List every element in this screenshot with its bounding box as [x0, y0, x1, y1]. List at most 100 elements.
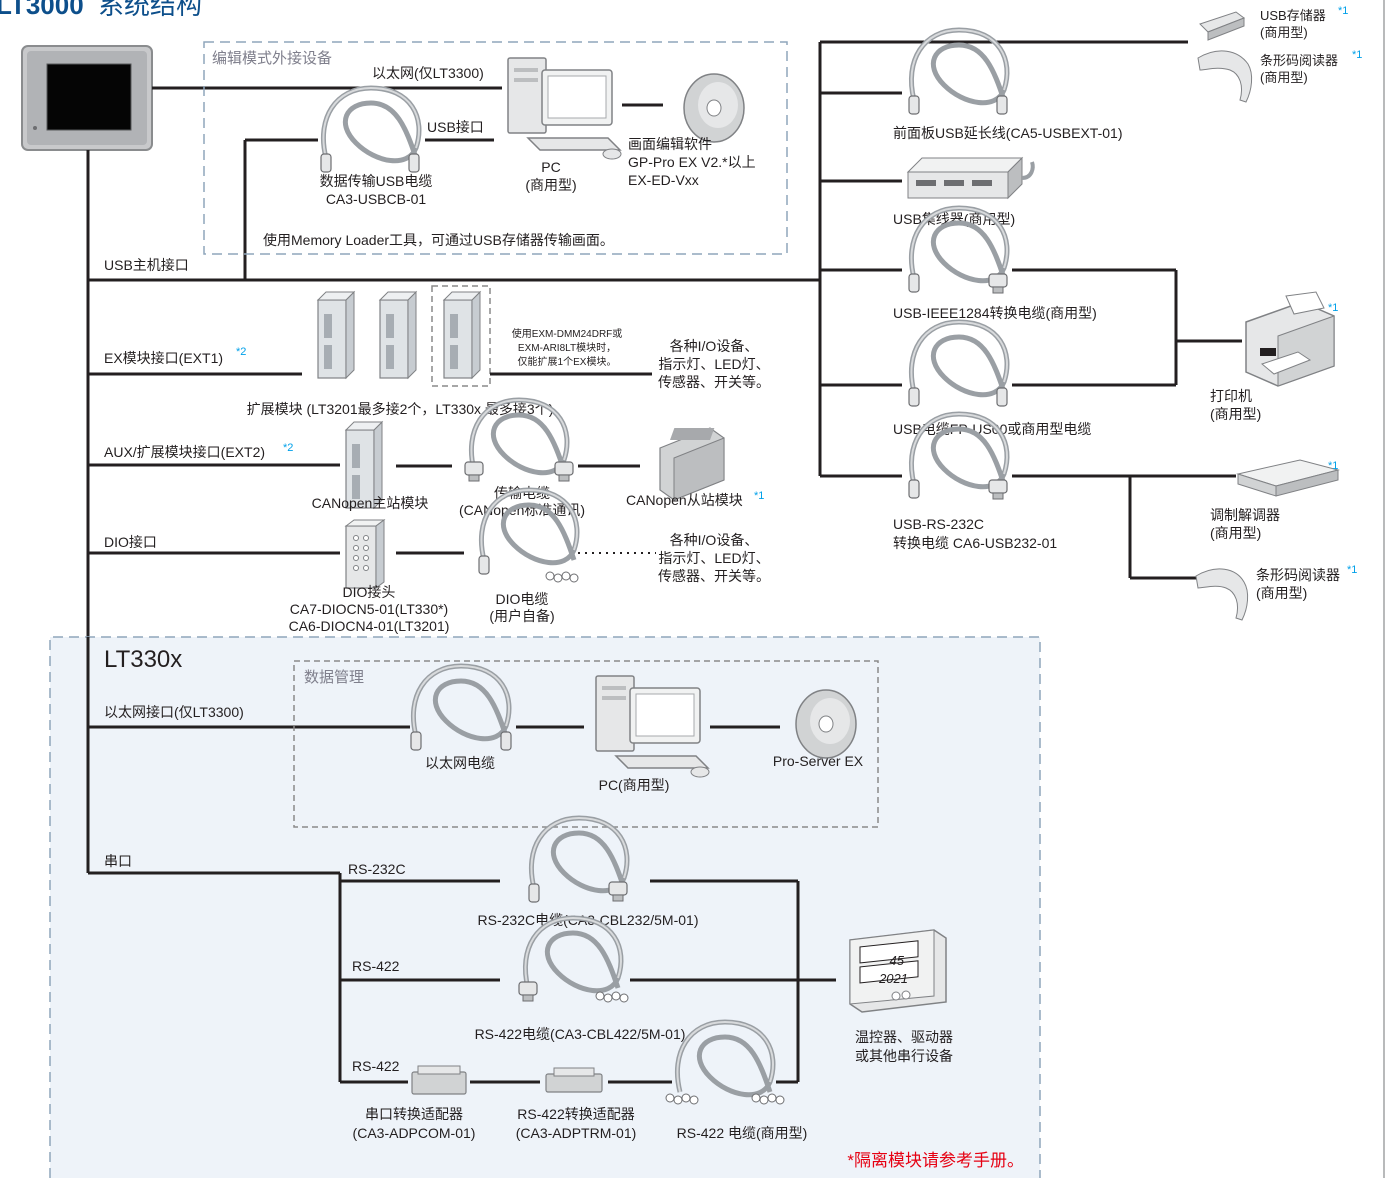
ethernet-cable-label: 以太网电缆 — [425, 755, 495, 771]
footnote-mark: *2 — [236, 346, 246, 358]
barcode-type: (商用型) — [1260, 70, 1308, 85]
display-value-bottom: 2021 — [878, 971, 908, 986]
canopen-slave-label: CANopen从站模块 — [626, 492, 743, 508]
controller-line-1: 温控器、驱动器 — [855, 1029, 953, 1045]
usb-port-label: USB接口 — [427, 119, 484, 135]
title-suffix: 系统结构 — [98, 0, 202, 20]
canopen-master-label: CANopen主站模块 — [312, 495, 429, 511]
com-adapter-line-1: 串口转换适配器 — [365, 1106, 463, 1122]
controller-icon: 45 2021 — [849, 929, 947, 1013]
com-adapter-icon — [411, 1065, 467, 1095]
edit-mode-group: 编辑模式外接设备 以太网(仅LT3300) USB接口 数据传输USB电缆 CA… — [203, 41, 788, 255]
modem-label: 调制解调器 — [1210, 507, 1280, 523]
printer-icon — [1245, 291, 1335, 387]
rs422-commercial-label: RS-422 电缆(商用型) — [677, 1125, 808, 1141]
dio-row: 各种I/O设备、 指示灯、LED灯、 传感器、开关等。 DIO接头 CA7-DI… — [289, 490, 770, 634]
usb-peripherals: USB存储器 *1 (商用型) 条形码阅读器 *1 (商用型) 前面板USB延长… — [818, 0, 1385, 1178]
dio-io-line-3: 传感器、开关等。 — [658, 568, 770, 584]
pc-name: PC — [541, 159, 560, 175]
canopen-row: CANopen主站模块 传输电缆 (CANopen标准通讯) CANopen从站… — [312, 400, 764, 518]
memory-loader-note: 使用Memory Loader工具，可通过USB存储器传输画面。 — [263, 232, 614, 248]
rs422-cable-label: RS-422电缆(CA3-CBL422/5M-01) — [475, 1026, 686, 1042]
port-dio: DIO接口 — [104, 534, 157, 550]
rs232c-conv-line-1: USB-RS-232C — [893, 516, 984, 532]
dio-cable-icon — [478, 490, 578, 583]
dio-connector-line-3: CA6-DIOCN4-01(LT3201) — [289, 618, 450, 634]
footnote-mark: *1 — [754, 490, 764, 502]
usb-cable-model: CA3-USBCB-01 — [326, 191, 427, 207]
diagram-title: LT3000 系统结构 — [0, 0, 202, 20]
barcode-label: 条形码阅读器 — [1260, 53, 1338, 68]
modem-icon — [1236, 459, 1340, 497]
front-usb-label: 前面板USB延长线(CA5-USBEXT-01) — [893, 125, 1122, 141]
ex-io-line-1: 各种I/O设备、 — [670, 338, 759, 354]
software-line-1: 画面编辑软件 — [628, 136, 712, 152]
front-usb-cable-icon — [908, 30, 1007, 115]
canopen-slave-icon — [659, 427, 725, 501]
ex-modules: 使用EXM-DMM24DRF或 EXM-ARI8LT模块时， 仅能扩展1个EX模… — [247, 285, 770, 417]
ex-note-1: 使用EXM-DMM24DRF或 — [512, 327, 623, 340]
usb-hub-icon — [906, 156, 1035, 200]
data-mgmt-label: 数据管理 — [304, 669, 364, 686]
dio-io-line-2: 指示灯、LED灯、 — [658, 550, 769, 566]
edit-mode-label: 编辑模式外接设备 — [212, 50, 332, 67]
port-usb-host: USB主机接口 — [104, 257, 189, 273]
footnote-mark: *1 — [1338, 5, 1348, 17]
dio-connector-line-1: DIO接头 — [343, 584, 396, 600]
lt330x-panel: LT330x 数据管理 以太网接口(仅LT3300) 串口 以太网电缆 PC(商… — [49, 636, 1041, 1178]
ethernet-label: 以太网(仅LT3300) — [372, 65, 484, 81]
ex-io-line-3: 传感器、开关等。 — [658, 374, 770, 390]
barcode-2-label: 条形码阅读器 — [1256, 567, 1340, 583]
port-serial: 串口 — [104, 853, 132, 869]
barcode-reader-icon — [1197, 50, 1253, 103]
controller-line-2: 或其他串行设备 — [855, 1048, 953, 1064]
usb-storage-type: (商用型) — [1260, 25, 1308, 40]
trm-adapter-line-1: RS-422转换适配器 — [517, 1106, 634, 1122]
footnote-mark: *1 — [1347, 564, 1357, 576]
trm-adapter-line-2: (CA3-ADPTRM-01) — [516, 1125, 637, 1141]
pro-server-label: Pro-Server EX — [773, 753, 864, 769]
lt3000-panel — [21, 45, 153, 151]
dio-cable-line-1: DIO电缆 — [496, 591, 549, 607]
barcode-reader-2-icon — [1195, 568, 1249, 621]
pc-icon — [507, 57, 622, 160]
rs232c-conv-cable-icon — [908, 414, 1007, 500]
title-main: LT3000 — [0, 0, 84, 20]
usb-storage-label: USB存储器 — [1260, 8, 1326, 23]
printer-label: 打印机 — [1210, 388, 1252, 404]
usb-storage-icon — [1199, 11, 1246, 41]
footnote-mark: *1 — [1352, 49, 1362, 61]
server-cd-icon — [795, 689, 857, 759]
software-line-2: GP-Pro EX V2.*以上 — [628, 154, 756, 170]
dio-connector-icon — [344, 519, 386, 589]
footnote-mark: *1 — [1328, 460, 1338, 472]
port-ex-module: EX模块接口(EXT1) — [104, 350, 223, 366]
printer-type: (商用型) — [1210, 406, 1261, 422]
usb-cable-name: 数据传输USB电缆 — [320, 173, 433, 189]
trm-adapter-icon — [545, 1067, 603, 1093]
modem-type: (商用型) — [1210, 525, 1261, 541]
ex-io-line-2: 指示灯、LED灯、 — [658, 356, 769, 372]
com-adapter-line-2: (CA3-ADPCOM-01) — [353, 1125, 476, 1141]
rs422-label-b: RS-422 — [352, 1058, 400, 1074]
port-aux: AUX/扩展模块接口(EXT2) — [104, 444, 265, 460]
display-value-top: 45 — [890, 953, 905, 968]
ex-module-caption: 扩展模块 (LT3201最多接2个，LT330x 最多接3个) — [247, 401, 554, 417]
ieee1284-cable-icon — [908, 208, 1007, 294]
server-pc-label: PC(商用型) — [599, 777, 670, 793]
footnote-mark: *1 — [1328, 302, 1338, 314]
dio-connector-line-2: CA7-DIOCN5-01(LT330*) — [290, 601, 448, 617]
rs232c-label: RS-232C — [348, 861, 406, 877]
barcode-2-type: (商用型) — [1256, 585, 1307, 601]
pc-type: (商用型) — [525, 177, 576, 193]
software-line-3: EX-ED-Vxx — [628, 172, 699, 188]
port-ethernet: 以太网接口(仅LT3300) — [104, 704, 244, 720]
dio-io-line-1: 各种I/O设备、 — [670, 532, 759, 548]
rs232c-conv-line-2: 转换电缆 CA6-USB232-01 — [893, 535, 1057, 551]
usb-cable-icon — [320, 88, 419, 173]
footnote-mark: *2 — [283, 442, 293, 454]
isolation-note: *隔离模块请参考手册。 — [847, 1151, 1024, 1170]
ieee1284-label: USB-IEEE1284转换电缆(商用型) — [893, 305, 1097, 321]
fp-us00-cable-icon — [908, 322, 1007, 407]
